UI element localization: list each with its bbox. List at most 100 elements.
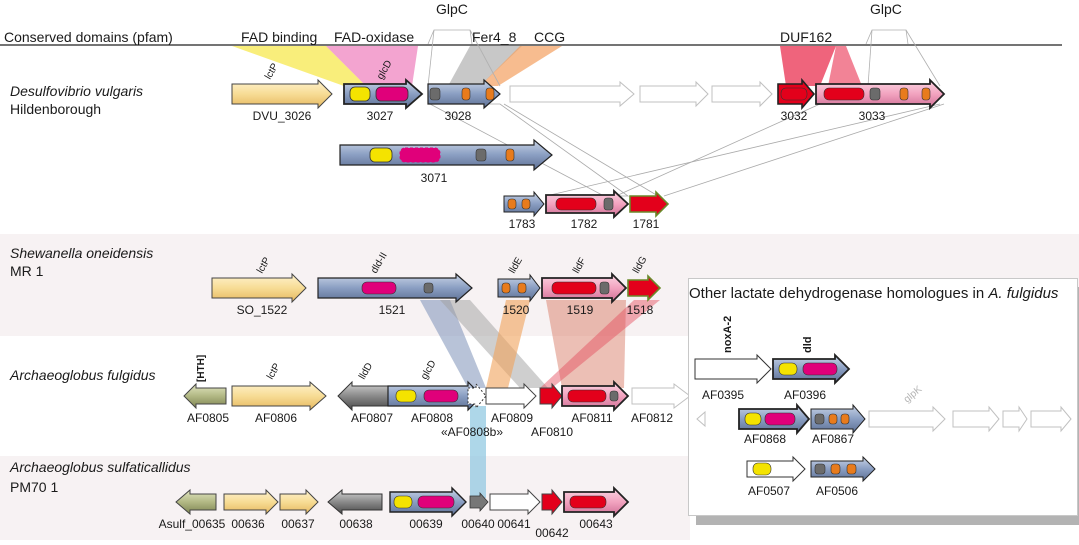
ribbon-fad-binding bbox=[232, 46, 366, 86]
locus-dvu1781: 1781 bbox=[633, 217, 660, 231]
locus-as00637: 00637 bbox=[281, 517, 315, 531]
domain-ribbons bbox=[232, 46, 862, 86]
locus-af0396: AF0396 bbox=[784, 388, 826, 402]
locus-dvu3027: 3027 bbox=[367, 109, 394, 123]
gene-as00635 bbox=[175, 488, 217, 516]
locus-labels: DVU_3026 3027 3028 3032 3033 3071 1783 1… bbox=[159, 109, 886, 540]
locus-af0808b: «AF0808b» bbox=[441, 425, 503, 439]
gene-af0806 bbox=[231, 380, 327, 412]
locus-af0811: AF0811 bbox=[571, 411, 612, 425]
locus-dvu3028: 3028 bbox=[445, 109, 472, 123]
gene-as00641 bbox=[489, 488, 541, 516]
locus-af0806: AF0806 bbox=[255, 411, 297, 425]
locus-af0808: AF0808 bbox=[411, 411, 453, 425]
locus-as00635: Asulf_00635 bbox=[159, 517, 226, 531]
locus-af0507: AF0507 bbox=[748, 484, 790, 498]
gene-af0395 bbox=[694, 353, 772, 385]
locus-as00641: 00641 bbox=[497, 517, 531, 531]
inset-panel: Other lactate dehydrogenase homologues i… bbox=[688, 278, 1078, 516]
label-af-lctp: lctP bbox=[265, 361, 283, 381]
domain-fad-oxidase-label: FAD-oxidase bbox=[334, 29, 414, 45]
locus-af0395: AF0395 bbox=[702, 388, 744, 402]
gene-as00640 bbox=[469, 491, 489, 513]
dv-row-1 bbox=[231, 77, 946, 111]
organism-af-name: Archaeoglobus fulgidus bbox=[9, 367, 156, 383]
label-af-hth: [HTH] bbox=[196, 355, 207, 382]
gene-af0867 bbox=[810, 403, 866, 435]
inset-genes: noxA-2 dld AF0395 AF0396 glpK AF0868 AF0… bbox=[694, 316, 1072, 498]
label-af-lldd: lldD bbox=[357, 361, 375, 381]
locus-so1521: 1521 bbox=[379, 303, 406, 317]
ribbon-fer4 bbox=[448, 46, 522, 86]
gene-af0812 bbox=[631, 383, 691, 409]
ribbon-duf162 bbox=[780, 46, 836, 86]
locus-af0868: AF0868 bbox=[744, 432, 786, 446]
locus-so1520: 1520 bbox=[503, 303, 530, 317]
domain-fad-oxidase bbox=[375, 86, 409, 102]
gene-as00638 bbox=[327, 488, 383, 516]
dv-grey-genes bbox=[509, 80, 773, 108]
locus-af0812: AF0812 bbox=[631, 411, 673, 425]
gene-so1522 bbox=[211, 272, 307, 304]
locus-dvu3033: 3033 bbox=[859, 109, 886, 123]
header-labels: Conserved domains (pfam) FAD binding FAD… bbox=[4, 1, 902, 45]
gene-af0805 bbox=[183, 382, 227, 410]
locus-as00643: 00643 bbox=[579, 517, 613, 531]
organism-as-name: Archaeoglobus sulfaticallidus bbox=[9, 459, 191, 475]
af-row bbox=[183, 379, 691, 413]
ribbon-duf162-2 bbox=[828, 46, 862, 86]
locus-so1519: 1519 bbox=[567, 303, 594, 317]
organism-labels: Desulfovibrio vulgaris Hildenborough She… bbox=[9, 83, 191, 495]
gene-as00642 bbox=[541, 488, 563, 516]
locus-as00642: 00642 bbox=[535, 526, 569, 540]
locus-af0506: AF0506 bbox=[816, 484, 858, 498]
ribbon-fad-oxidase bbox=[326, 46, 418, 86]
domain-fad-binding bbox=[349, 86, 371, 102]
locus-dvu1783: 1783 bbox=[509, 217, 536, 231]
locus-af0807: AF0807 bbox=[351, 411, 393, 425]
gene-af0807 bbox=[337, 380, 393, 412]
label-dld: dld bbox=[802, 337, 814, 354]
domain-fer4-label: Fer4_8 bbox=[472, 29, 517, 45]
gene-dvu1781 bbox=[629, 190, 670, 218]
organism-so-strain: MR 1 bbox=[10, 263, 44, 279]
gene-af0810 bbox=[539, 382, 563, 410]
gene-af0506 bbox=[810, 455, 876, 483]
gene-as00637 bbox=[279, 488, 319, 516]
as-row bbox=[175, 485, 630, 519]
gene-af0808b bbox=[467, 382, 487, 410]
locus-so1522: SO_1522 bbox=[237, 303, 288, 317]
inset-title-species: A. fulgidus bbox=[988, 285, 1059, 302]
locus-dvu1782: 1782 bbox=[571, 217, 598, 231]
locus-as00640: 00640 bbox=[461, 517, 495, 531]
homology-links bbox=[420, 103, 945, 498]
domain-ccg-label: CCG bbox=[534, 29, 565, 45]
locus-as00639: 00639 bbox=[409, 517, 443, 531]
organism-so-name: Shewanella oneidensis bbox=[10, 245, 153, 261]
label-dv-lctp: lctP bbox=[263, 61, 281, 81]
dv-row-1783 bbox=[503, 188, 670, 220]
so-row bbox=[211, 271, 662, 305]
organism-dv-strain: Hildenborough bbox=[10, 101, 101, 117]
ribbon-ccg bbox=[480, 46, 562, 86]
domain-duf162-label: DUF162 bbox=[780, 29, 832, 45]
inset-title: Other lactate dehydrogenase homologues i… bbox=[689, 285, 1058, 302]
locus-dvu3071: 3071 bbox=[421, 171, 448, 185]
domain-glpc-label: GlpC bbox=[436, 1, 468, 17]
gene-so1518 bbox=[627, 274, 662, 302]
organism-dv-name: Desulfovibrio vulgaris bbox=[10, 83, 143, 99]
gene-af0809 bbox=[485, 382, 537, 410]
locus-af0809: AF0809 bbox=[491, 411, 533, 425]
locus-dvu3026: DVU_3026 bbox=[253, 109, 312, 123]
gene-glpk bbox=[868, 405, 946, 433]
locus-so1518: 1518 bbox=[627, 303, 654, 317]
gene-as00636 bbox=[223, 488, 279, 516]
inset-title-prefix: Other lactate dehydrogenase homologues i… bbox=[689, 285, 985, 302]
domain-glpc-label-2: GlpC bbox=[870, 1, 902, 17]
label-af-glcd: glcD bbox=[419, 359, 439, 382]
dv-row-3071 bbox=[339, 138, 553, 172]
gene-dvu3071 bbox=[339, 138, 553, 172]
locus-af0805: AF0805 bbox=[187, 411, 229, 425]
